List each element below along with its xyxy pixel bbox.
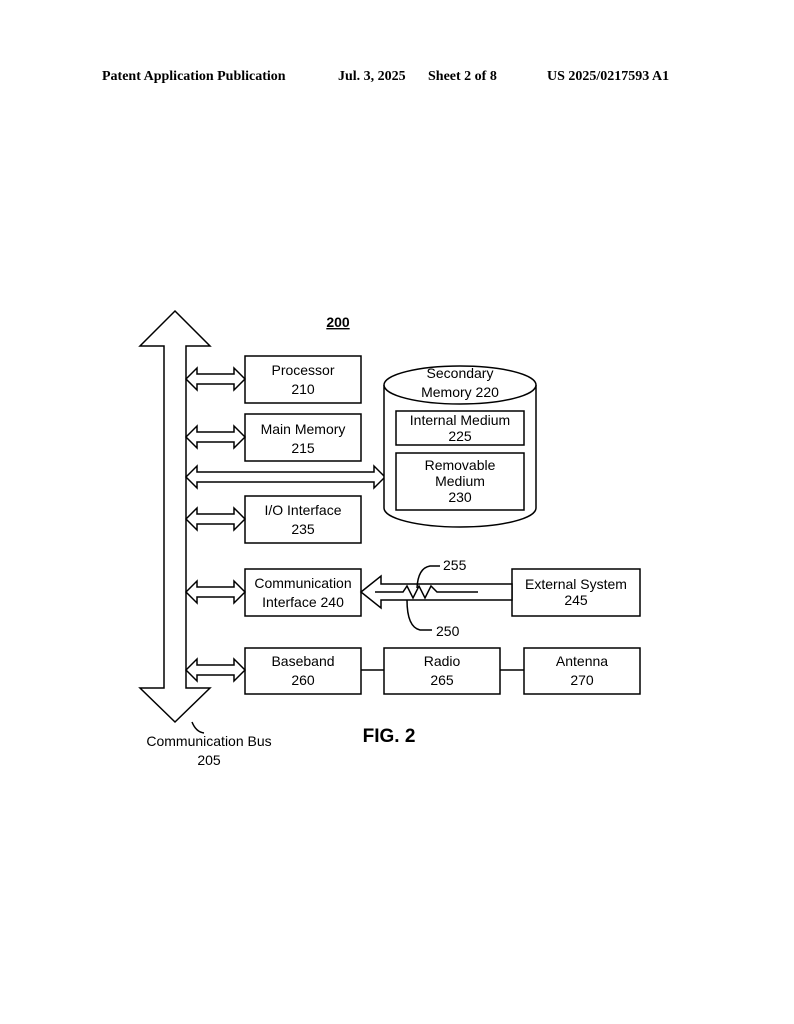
main-memory-label: Main Memory: [261, 421, 346, 437]
removable-medium-number: 230: [448, 489, 472, 505]
channel-ref-number: 250: [436, 623, 460, 639]
baseband-block: [244, 647, 362, 695]
communication-bus: [138, 309, 212, 724]
bus-label-line1: Communication Bus: [146, 733, 271, 749]
main-memory-block: [244, 413, 362, 462]
processor-number: 210: [291, 381, 315, 397]
baseband-label: Baseband: [271, 653, 334, 669]
removable-medium-label2: Medium: [435, 473, 485, 489]
radio-block: [383, 647, 501, 695]
sheet-number: Sheet 2 of 8: [428, 69, 497, 84]
radio-label: Radio: [424, 653, 461, 669]
main-memory-bus-arrow: [184, 424, 247, 450]
io-interface-label: I/O Interface: [264, 502, 341, 518]
removable-medium-label1: Removable: [425, 457, 496, 473]
antenna-number: 270: [570, 672, 594, 688]
internal-medium-number: 225: [448, 428, 472, 444]
publication-date: Jul. 3, 2025: [338, 69, 406, 84]
secondary-memory-number: Memory 220: [421, 384, 499, 400]
baseband-number: 260: [291, 672, 315, 688]
figure-ref-number: 200: [326, 314, 350, 330]
figure-caption: FIG. 2: [363, 726, 416, 747]
communication-link: [375, 584, 478, 600]
radio-number: 265: [430, 672, 454, 688]
secondary-memory-bus-arrow: [184, 464, 387, 490]
external-system-number: 245: [564, 592, 588, 608]
internal-medium-label: Internal Medium: [410, 412, 510, 428]
link-ref-number: 255: [443, 557, 467, 573]
publication-label: Patent Application Publication: [102, 69, 286, 84]
removable-medium-block: [395, 452, 525, 511]
comm-interface-bus-arrow: [184, 579, 247, 605]
secondary-memory-cylinder: [383, 365, 537, 528]
link-leader-line: [416, 565, 440, 589]
channel-leader-line: [406, 599, 432, 631]
comm-interface-label2: Interface 240: [262, 594, 344, 610]
baseband-bus-arrow: [184, 657, 247, 683]
internal-medium-block: [395, 410, 525, 446]
main-memory-number: 215: [291, 440, 315, 456]
antenna-label: Antenna: [556, 653, 608, 669]
io-interface-bus-arrow: [184, 506, 247, 532]
bus-label-line2: 205: [197, 752, 221, 768]
io-interface-number: 235: [291, 521, 315, 537]
processor-label: Processor: [271, 362, 334, 378]
io-interface-block: [244, 495, 362, 544]
external-system-label: External System: [525, 576, 627, 592]
processor-bus-arrow: [184, 366, 247, 392]
patent-number: US 2025/0217593 A1: [547, 69, 670, 84]
page-header: Patent Application Publication Jul. 3, 2…: [0, 69, 794, 89]
bus-leader-line: [191, 721, 205, 734]
antenna-block: [523, 647, 641, 695]
comm-interface-label1: Communication: [254, 575, 351, 591]
processor-block: [244, 355, 362, 404]
secondary-memory-label: Secondary: [427, 365, 494, 381]
